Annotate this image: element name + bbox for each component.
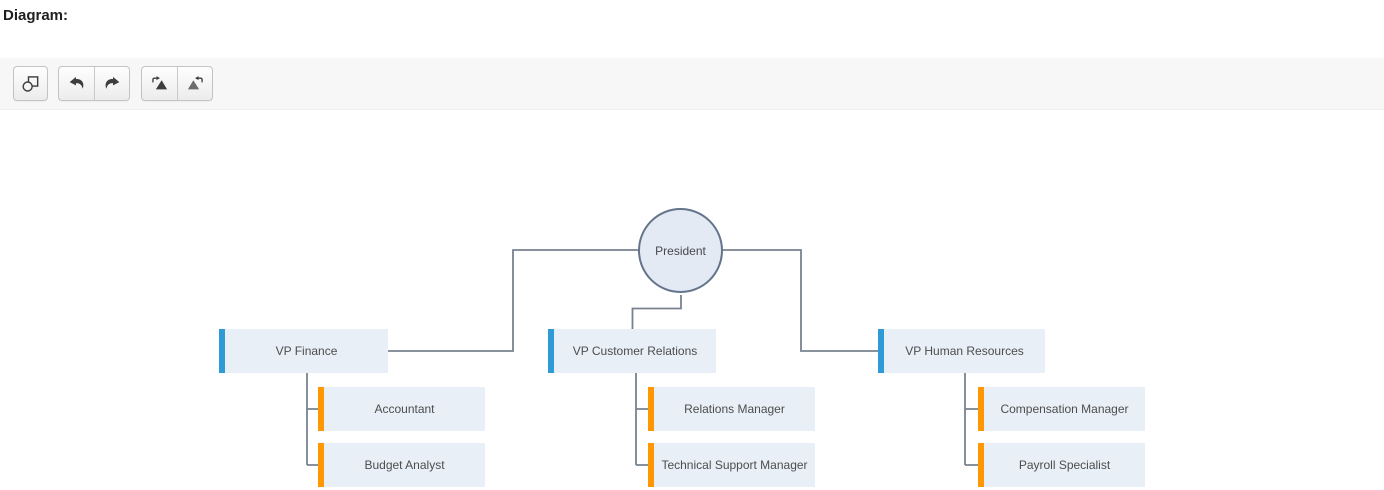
rotate-group [141,66,213,101]
redo-icon [105,76,120,89]
diagram-canvas [0,110,1384,490]
node-vp-customer-relations[interactable]: VP Customer Relations [548,329,716,373]
page-title: Diagram: [3,7,69,24]
node-compensation-manager[interactable]: Compensation Manager [978,387,1145,431]
undo-button[interactable] [59,67,94,100]
redo-button[interactable] [94,67,129,100]
node-president[interactable]: President [638,208,723,293]
diagram-toolbar [0,58,1384,110]
shapes-button[interactable] [13,66,48,101]
node-technical-support-manager[interactable]: Technical Support Manager [648,443,815,487]
rotate-counterclockwise-button[interactable] [177,67,212,100]
undo-redo-group [58,66,130,101]
node-vp-finance[interactable]: VP Finance [219,329,388,373]
rotate-clockwise-icon [151,75,167,89]
node-vp-human-resources[interactable]: VP Human Resources [878,329,1045,373]
node-payroll-specialist[interactable]: Payroll Specialist [978,443,1145,487]
shapes-icon [21,75,38,92]
node-budget-analyst[interactable]: Budget Analyst [318,443,485,487]
undo-icon [69,76,83,89]
node-accountant[interactable]: Accountant [318,387,485,431]
rotate-clockwise-button[interactable] [142,67,177,100]
node-relations-manager[interactable]: Relations Manager [648,387,815,431]
rotate-counterclockwise-icon [187,75,203,89]
